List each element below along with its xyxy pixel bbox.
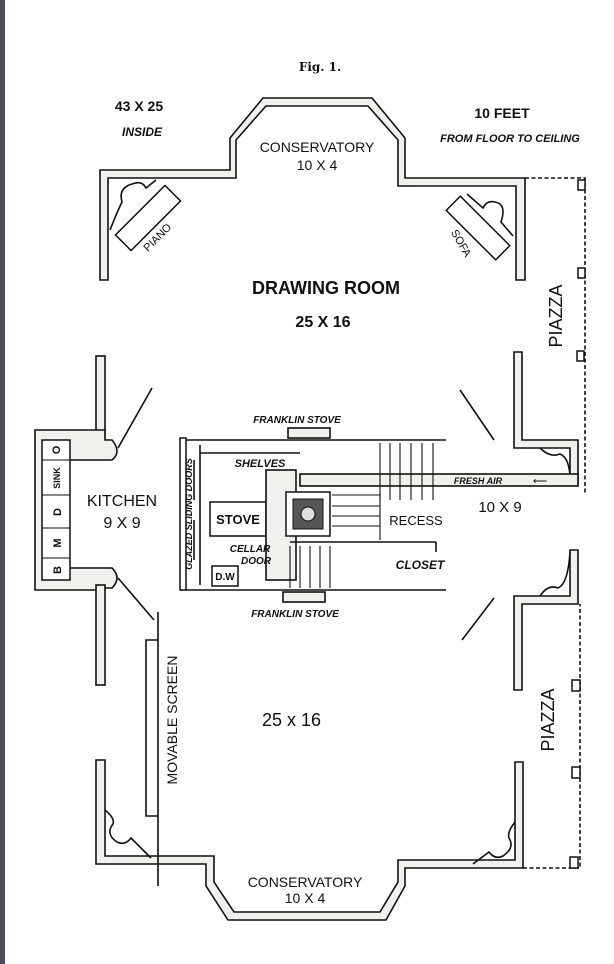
stove-label: STOVE	[216, 512, 260, 527]
drawing-room-label: DRAWING ROOM	[252, 278, 400, 298]
conservatory-top-size: 10 X 4	[297, 157, 338, 173]
page-edge-border	[0, 0, 5, 964]
fresh-air-label: FRESH AIR	[454, 476, 503, 486]
ceiling-height: 10 FEET	[474, 105, 530, 121]
piano: PIANO	[109, 179, 182, 254]
glazed-doors-label: GLAZED SLIDING DOORS	[184, 458, 194, 570]
movable-screen: MOVABLE SCREEN	[145, 612, 180, 886]
conservatory-bottom-size: 10 X 4	[285, 890, 326, 906]
shelves-label: SHELVES	[235, 458, 286, 470]
hall-walls	[459, 351, 579, 691]
hall-size: 10 X 9	[478, 499, 521, 516]
ceiling-height-note: FROM FLOOR TO CEILING	[440, 133, 580, 145]
kitchen-fixtures-3-label: M	[52, 538, 64, 547]
piazza-top: PIAZZA	[525, 177, 586, 494]
figure-caption: Fig. 1.	[299, 60, 341, 74]
kitchen-fixtures-4-label: B	[52, 566, 64, 574]
recess-label: RECESS	[389, 513, 443, 528]
central-block	[179, 427, 579, 603]
kitchen-fixtures: O SINK D M B	[41, 439, 71, 581]
kitchen-fixtures-2-label: D	[52, 508, 64, 516]
overall-size-note: INSIDE	[122, 125, 163, 139]
rooms-piazza-bottom-label-label: PIAZZA	[538, 688, 558, 751]
cellar-door-label-2: DOOR	[241, 556, 272, 567]
lower-room-walls: PIAZZA	[95, 604, 581, 921]
kitchen-label: KITCHEN	[87, 493, 157, 510]
kitchen-fixtures-0-label: O	[51, 445, 63, 454]
drawing-room-walls	[99, 97, 526, 281]
closet-label: CLOSET	[396, 558, 446, 572]
fresh-air-arrow-icon: ⟵	[533, 476, 547, 487]
kitchen-size: 9 X 9	[103, 515, 140, 532]
conservatory-bottom-label: CONSERVATORY	[248, 874, 363, 890]
rooms-piazza-top-label-label: PIAZZA	[546, 284, 566, 347]
overall-size: 43 X 25	[115, 98, 163, 114]
conservatory-top-label: CONSERVATORY	[260, 139, 375, 155]
dumbwaiter-label: D.W	[215, 572, 235, 583]
cellar-door-label-1: CELLAR	[230, 544, 271, 555]
franklin-stove-bottom-label: FRANKLIN STOVE	[251, 609, 339, 620]
lower-room-size: 25 x 16	[262, 710, 321, 730]
drawing-room-size: 25 X 16	[295, 314, 350, 331]
furniture-movable-screen-label: MOVABLE SCREEN	[164, 656, 180, 785]
sofa: SOFA	[445, 193, 514, 261]
franklin-stove-top-label: FRANKLIN STOVE	[253, 415, 341, 426]
kitchen-fixtures-1-label: SINK	[52, 467, 62, 489]
